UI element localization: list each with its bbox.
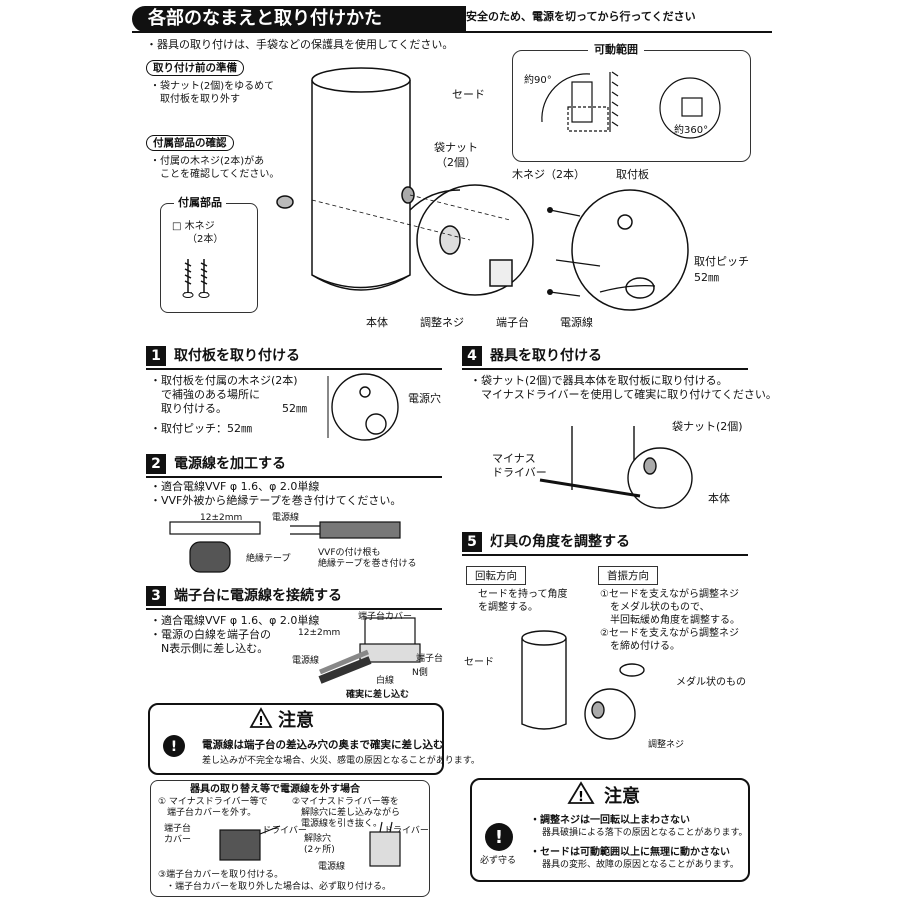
title-underline — [132, 31, 772, 33]
svg-text:!: ! — [171, 739, 177, 755]
mount-plate-diagram — [547, 189, 689, 311]
removal-title: 器具の取り替え等で電源線を外す場合 — [190, 784, 360, 795]
label-terminal: 端子台 — [496, 316, 529, 329]
step4-text: ・袋ナット(2個)で器具本体を取付板に取り付ける。 マイナスドライバーを使用して… — [470, 374, 777, 401]
step5-shade: セード — [464, 657, 494, 668]
step5-medal: メダル状のもの — [676, 677, 746, 688]
step5-diagram — [521, 630, 645, 740]
step4-driver: マイナス ドライバー — [492, 452, 547, 479]
angle-360: 約360° — [674, 125, 709, 136]
removal-step2: ②マイナスドライバー等を 解除穴に差し込みながら 電源線を引き抜く。 — [292, 797, 401, 829]
label-shade: セード — [452, 88, 485, 101]
removal-driver-1: ドライバー — [262, 826, 307, 836]
gloves-note: ・器具の取り付けは、手袋などの保護具を使用してください。 — [146, 38, 454, 51]
angle-90: 約90° — [524, 75, 552, 86]
label-mount-plate: 取付板 — [616, 168, 649, 181]
accessory-check-label: 付属部品の確認 — [146, 135, 234, 151]
step4-diagram — [539, 426, 693, 509]
step1-hole-label: 電源穴 — [408, 392, 441, 405]
caution2-p2-sub: 器具の変形、故障の原因となることがあります。 — [542, 860, 739, 870]
svg-text:!: ! — [258, 714, 263, 728]
accessories-item: □ 木ネジ （2本） — [172, 221, 224, 245]
range-title: 可動範囲 — [588, 43, 644, 57]
step1-plate-diagram — [327, 373, 399, 441]
svg-text:!: ! — [578, 790, 584, 805]
step3-terminal: 端子台 — [416, 654, 444, 664]
step2-strip: 12±2mm — [200, 513, 243, 523]
caution2-title: 注意 — [604, 786, 640, 807]
svg-text:!: ! — [495, 827, 503, 848]
label-body: 本体 — [366, 316, 388, 329]
rotate-label: 回転方向 — [466, 566, 526, 585]
label-cap-nut: 袋ナット （2個） — [434, 141, 478, 169]
step3-insert: 確実に差し込む — [346, 690, 410, 700]
swing-text: ①セードを支えながら調整ネジ をメダル状のもので、 半回転緩め角度を調整する。 … — [600, 589, 740, 652]
page-title: 各部のなまえと取り付けかた — [132, 6, 466, 32]
step2-text: ・適合電線VVF φ 1.6、φ 2.0単線 ・VVF外被から絶縁テープを巻き付… — [150, 480, 402, 507]
step4-body: 本体 — [708, 492, 730, 505]
prep-text: ・袋ナット(2個)をゆるめて 取付板を取り外す — [150, 81, 275, 105]
caution2-p1: ・調整ネジは一回転以上まわさない — [530, 815, 690, 826]
step3-text: ・適合電線VVF φ 1.6、φ 2.0単線 ・電源の白線を端子台の N表示側に… — [150, 614, 320, 655]
prep-label: 取り付け前の準備 — [146, 60, 244, 76]
warning-triangle-icon-2: ! — [567, 781, 595, 805]
step1-pitch: ・取付ピッチ：52㎜ — [150, 422, 252, 435]
label-wood-screw: 木ネジ（2本） — [512, 168, 585, 181]
caution2-p2: ・セードは可動範囲以上に無理に動かさない — [530, 847, 730, 858]
removal-step3: ③端子台カバーを取り付ける。 — [158, 870, 284, 880]
caution1-main: 電源線は端子台の差込み穴の奥まで確実に差し込む — [202, 739, 444, 751]
removal-cover: 端子台 カバー — [164, 824, 192, 845]
step3-cover: 端子台カバー — [358, 612, 413, 622]
wood-screw-icon — [182, 259, 210, 298]
caution2-p1-sub: 器具破損による落下の原因となることがあります。 — [542, 828, 748, 838]
step3-wire: 電源線 — [292, 656, 320, 666]
label-adjust-screw: 調整ネジ — [420, 316, 464, 329]
step2-heading: 2 電源線を加工する — [146, 454, 442, 478]
rotate-text: セードを持って角度 を調整する。 — [478, 589, 568, 613]
removal-wire: 電源線 — [318, 862, 346, 872]
warning-triangle-icon: ! — [249, 707, 273, 728]
caution1-sub: 差し込みが不完全な場合、火災、感電の原因となることがあります。 — [202, 756, 480, 766]
caution2-must: 必ず守る — [480, 856, 517, 866]
step3-terminal-diagram — [318, 617, 421, 684]
range-diagram — [541, 71, 721, 139]
safety-note: 安全のため、電源を切ってから行ってください — [466, 10, 696, 23]
must-icon: ! — [485, 823, 513, 851]
step2-tape: 絶縁テープ — [246, 554, 291, 564]
step3-strip: 12±2mm — [298, 628, 341, 638]
step2-wire: 電源線 — [272, 513, 300, 523]
caution2-box — [470, 778, 750, 882]
label-pitch: 取付ピッチ 52㎜ — [694, 255, 749, 284]
removal-step3-note: ・端子台カバーを取り外した場合は、必ず取り付ける。 — [166, 882, 392, 892]
step1-heading: 1 取付板を取り付ける — [146, 346, 442, 370]
step5-adjust-screw: 調整ネジ — [648, 740, 685, 750]
removal-step1: ① マイナスドライバー等で 端子台カバーを外す。 — [158, 797, 268, 818]
removal-box — [150, 780, 430, 897]
fixture-diagram — [276, 67, 534, 296]
step2-wrap: VVFの付け根も 絶縁テープを巻き付ける — [318, 548, 417, 569]
caution1-box — [148, 703, 444, 775]
step3-n-side: N側 — [412, 668, 428, 678]
prohibit-icon: ! — [163, 735, 185, 757]
step1-dim: 52㎜ — [282, 402, 307, 415]
removal-release: 解除穴 (2ヶ所) — [304, 834, 335, 855]
caution1-title: 注意 — [278, 710, 314, 731]
step2-wire-diagram — [169, 521, 401, 573]
step4-heading: 4 器具を取り付ける — [462, 346, 748, 370]
removal-diagram — [219, 821, 401, 867]
step3-white: 白線 — [376, 676, 395, 686]
removal-driver-2: ドライバー — [384, 826, 429, 836]
accessories-title: 付属部品 — [174, 196, 226, 210]
step4-cap-nut: 袋ナット(2個) — [672, 420, 743, 433]
accessory-check-text: ・付属の木ネジ(2本)があ ことを確認してください。 — [150, 156, 280, 180]
swing-label: 首振方向 — [598, 566, 658, 585]
label-power-wire: 電源線 — [560, 316, 593, 329]
step1-text: ・取付板を付属の木ネジ(2本) で補強のある場所に 取り付ける。 — [150, 374, 298, 415]
step5-heading: 5 灯具の角度を調整する — [462, 532, 748, 556]
step3-heading: 3 端子台に電源線を接続する — [146, 586, 442, 610]
